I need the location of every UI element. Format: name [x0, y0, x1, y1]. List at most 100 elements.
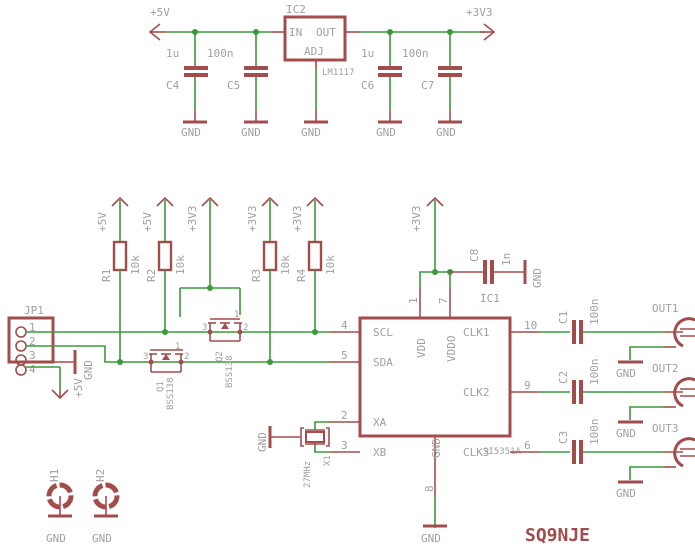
svg-text:+3V3: +3V3	[291, 206, 304, 233]
capacitor-c4: 1u C4 GND	[166, 32, 208, 139]
wire-sda	[26, 345, 330, 363]
svg-text:100n: 100n	[588, 359, 601, 386]
svg-text:GND: GND	[430, 438, 443, 458]
svg-text:BSS138: BSS138	[166, 377, 176, 410]
output-channel-1: C1 100n OUT1 GND	[540, 299, 695, 380]
svg-text:1u: 1u	[166, 47, 179, 60]
svg-text:OUT: OUT	[316, 26, 336, 39]
svg-text:R2: R2	[145, 269, 158, 282]
svg-text:2: 2	[29, 335, 36, 348]
mosfet-q2: 3 1 2 Q2 BSS138	[202, 310, 250, 388]
svg-text:H1: H1	[48, 469, 61, 482]
svg-text:10k: 10k	[129, 255, 142, 275]
svg-text:GND: GND	[531, 268, 544, 288]
svg-text:OUT2: OUT2	[652, 362, 679, 375]
mounting-hole-h2: H2 GND	[92, 469, 120, 545]
svg-text:C7: C7	[421, 79, 434, 92]
svg-text:10: 10	[524, 319, 537, 332]
connector-jp1: JP1 1 2 3 4 GND +5V	[7, 304, 95, 400]
mounting-hole-h1: H1 GND	[46, 469, 74, 545]
supply-5v-symbol: +5V	[148, 6, 170, 41]
svg-text:CLK3: CLK3	[463, 446, 490, 459]
svg-text:GND: GND	[616, 487, 636, 500]
svg-text:GND: GND	[616, 427, 636, 440]
svg-text:100n: 100n	[207, 47, 234, 60]
resistor-r3: +3V3 R3 10k	[246, 196, 292, 365]
capacitor-c7: 100n C7 GND	[402, 32, 462, 139]
svg-text:2: 2	[184, 352, 189, 362]
svg-text:1: 1	[29, 321, 36, 334]
svg-text:27MHz: 27MHz	[303, 461, 313, 488]
svg-text:2: 2	[243, 323, 248, 333]
svg-text:9: 9	[524, 379, 531, 392]
svg-text:4: 4	[29, 363, 36, 376]
svg-text:C5: C5	[227, 79, 240, 92]
svg-text:3: 3	[341, 439, 348, 452]
capacitor-c8: C8 1n GND	[468, 249, 544, 288]
svg-text:IN: IN	[289, 26, 302, 39]
svg-text:10k: 10k	[324, 255, 337, 275]
svg-text:GND: GND	[301, 126, 321, 139]
svg-text:1: 1	[234, 310, 239, 320]
svg-text:XB: XB	[373, 446, 387, 459]
svg-text:8: 8	[423, 485, 436, 492]
svg-text:C8: C8	[468, 249, 481, 262]
svg-text:+5V: +5V	[72, 378, 85, 398]
svg-text:Q1: Q1	[156, 381, 166, 392]
gnd-label: GND	[241, 126, 261, 139]
ic1-si5351a: SI5351A IC1 4 5 2 3 SCL SDA XA XB 1 7 VD…	[330, 196, 544, 545]
svg-text:IC2: IC2	[286, 3, 306, 16]
svg-text:C3: C3	[557, 431, 570, 444]
svg-text:X1: X1	[323, 455, 333, 466]
svg-text:CLK2: CLK2	[463, 386, 490, 399]
output-channel-2: C2 100n OUT2 GND	[540, 359, 695, 440]
svg-text:3: 3	[143, 352, 148, 362]
svg-text:GND: GND	[92, 532, 112, 545]
svg-text:VDDO: VDDO	[445, 336, 458, 363]
svg-text:C2: C2	[557, 371, 570, 384]
svg-text:VDD: VDD	[415, 338, 428, 358]
svg-text:GND: GND	[421, 532, 441, 545]
svg-text:CLK1: CLK1	[463, 326, 490, 339]
output-channel-3: C3 100n OUT3 GND	[540, 419, 695, 500]
svg-text:C6: C6	[361, 79, 374, 92]
svg-text:10k: 10k	[279, 255, 292, 275]
svg-text:2: 2	[341, 409, 348, 422]
svg-text:100n: 100n	[402, 47, 429, 60]
svg-text:SCL: SCL	[373, 326, 393, 339]
svg-text:3: 3	[202, 323, 207, 333]
svg-text:OUT3: OUT3	[652, 422, 679, 435]
svg-text:5: 5	[341, 349, 348, 362]
regulator-ic2: IC2 IN OUT ADJ LM1117 GND	[283, 3, 355, 139]
resistor-r1: +5V R1 10k	[96, 196, 142, 365]
svg-text:ADJ: ADJ	[304, 45, 324, 58]
svg-text:R3: R3	[250, 269, 263, 282]
svg-text:GND: GND	[256, 432, 269, 452]
svg-text:10k: 10k	[174, 255, 187, 275]
mosfet-gate-supply: +3V3	[179, 196, 241, 317]
svg-text:C4: C4	[166, 79, 180, 92]
capacitor-c5: 100n C5 GND	[207, 32, 268, 139]
svg-text:SDA: SDA	[373, 356, 393, 369]
crystal-x1: GND 27MHz X1	[256, 421, 333, 488]
svg-text:+3V3: +3V3	[410, 206, 423, 233]
svg-text:6: 6	[524, 439, 531, 452]
mosfet-q1: 3 1 2 Q1 BSS138	[130, 342, 190, 410]
gnd-label: GND	[181, 126, 201, 139]
svg-text:1: 1	[175, 342, 180, 352]
resistor-r2: +5V R2 10k	[141, 196, 187, 335]
svg-text:BSS138: BSS138	[225, 355, 235, 388]
svg-text:GND: GND	[376, 126, 396, 139]
capacitor-c6: 1u C6 GND	[361, 32, 402, 139]
svg-text:+5V: +5V	[141, 212, 154, 232]
regulator-section: +5V 1u C4 GND 100n C5 GND	[148, 3, 496, 139]
svg-text:R1: R1	[100, 269, 113, 282]
svg-text:XA: XA	[373, 416, 387, 429]
supply-label: +5V	[150, 6, 170, 19]
svg-text:JP1: JP1	[24, 304, 44, 317]
svg-text:4: 4	[341, 319, 348, 332]
svg-text:+3V3: +3V3	[246, 206, 259, 233]
svg-text:Q2: Q2	[215, 351, 225, 362]
svg-text:LM1117: LM1117	[322, 68, 355, 78]
